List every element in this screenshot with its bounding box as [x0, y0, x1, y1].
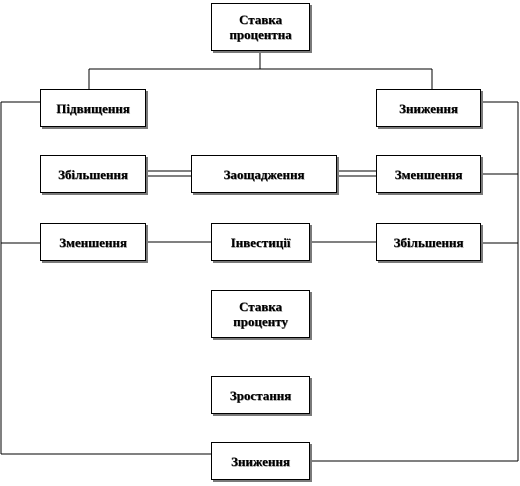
box-interest-rate-top-line1: Ставка: [238, 12, 283, 27]
box-interest-rate-line2: проценту: [233, 314, 288, 329]
box-growth-right-label: Збільшення: [393, 234, 464, 250]
box-rise-label: Зростання: [229, 387, 292, 403]
box-decrease-left: Зменшення: [40, 223, 146, 261]
box-growth-right: Збільшення: [376, 223, 481, 261]
box-investments: Інвестиції: [211, 223, 310, 261]
box-growth-left-label: Збільшення: [58, 166, 128, 182]
box-savings-label: Заощадження: [223, 166, 305, 182]
box-lowering-bottom-label: Зниження: [231, 453, 290, 469]
box-lowering-bottom: Зниження: [211, 442, 310, 480]
box-lowering-right-label: Зниження: [399, 100, 458, 116]
box-rise: Зростання: [211, 376, 310, 414]
box-decrease-right-label: Зменшення: [394, 166, 463, 182]
box-investments-label: Інвестиції: [230, 234, 291, 250]
box-growth-left: Збільшення: [40, 155, 146, 193]
box-decrease-left-label: Зменшення: [59, 234, 127, 250]
box-interest-rate-line1: Ставка: [238, 299, 283, 314]
box-interest-rate: Ставка проценту: [211, 290, 310, 338]
box-increase-left-label: Підвищення: [56, 100, 130, 116]
box-increase-left: Підвищення: [40, 89, 146, 127]
box-savings: Заощадження: [191, 155, 337, 193]
box-decrease-right: Зменшення: [376, 155, 481, 193]
box-lowering-right: Зниження: [376, 89, 481, 127]
box-interest-rate-top: Ставка процентна: [211, 3, 310, 51]
box-interest-rate-top-line2: процентна: [229, 27, 292, 42]
